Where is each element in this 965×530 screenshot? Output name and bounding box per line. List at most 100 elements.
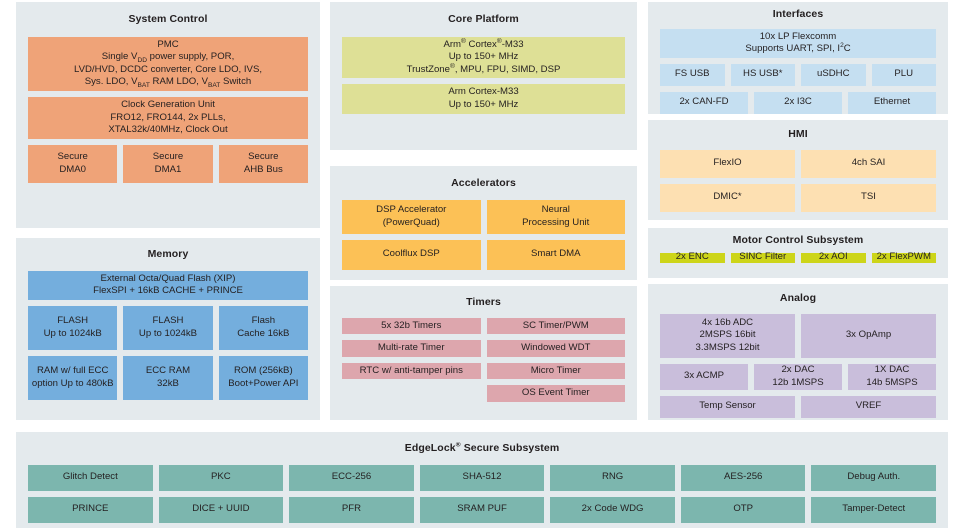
block-acmp: 3x ACMP — [660, 363, 748, 390]
ext-flash-line1: External Octa/Quad Flash (XIP) — [100, 272, 236, 284]
flash-cache-line2: Cache 16kB — [237, 327, 290, 339]
panel-hmi: HMI FlexIO 4ch SAI DMIC* TSI — [648, 120, 948, 220]
core1-line1: Arm® Cortex®-M33 — [443, 37, 524, 50]
acmp-line1: 3x ACMP — [684, 370, 724, 382]
block-4ch-sai: 4ch SAI — [801, 149, 936, 178]
block-flash-cache: Flash Cache 16kB — [218, 305, 308, 350]
panel-interfaces: Interfaces 10x LP Flexcomm Supports UART… — [648, 2, 948, 114]
block-secure-ahb-bus: Secure AHB Bus — [218, 145, 308, 184]
block-cortex-m33-primary: Arm® Cortex®-M33 Up to 150+ MHz TrustZon… — [342, 36, 625, 79]
block-secure-dma1: Secure DMA1 — [123, 145, 213, 184]
rom-line1: ROM (256kB) — [234, 365, 293, 377]
block-flash-1: FLASH Up to 1024kB — [123, 305, 213, 350]
secure-ahb-line2: AHB Bus — [243, 164, 283, 176]
block-rom: ROM (256kB) Boot+Power API — [218, 355, 308, 400]
pmc-line-3: LVD/HVD, DCDC converter, Core LDO, IVS, — [73, 63, 263, 75]
pmc-line-2: Single VDD power supply, POR, — [101, 51, 235, 65]
panel-memory: Memory External Octa/Quad Flash (XIP) Fl… — [16, 238, 320, 420]
block-otp: OTP — [680, 496, 806, 523]
npu-line1: Neural — [541, 203, 570, 215]
ext-flash-line2: FlexSPI + 16kB CACHE + PRINCE — [93, 285, 243, 297]
block-1x-dac: 1X DAC 14b 5MSPS — [848, 363, 936, 390]
panel-title-memory: Memory — [147, 248, 189, 260]
block-clock-generation-unit: Clock Generation Unit FRO12, FRO144, 2x … — [28, 97, 308, 140]
block-rtc: RTC w/ anti-tamper pins — [342, 362, 481, 380]
adc-line1: 4x 16b ADC — [701, 316, 754, 328]
core2-line1: Arm Cortex-M33 — [448, 86, 519, 98]
block-dmic: DMIC* — [660, 183, 795, 212]
cgu-line-3: XTAL32k/40MHz, Clock Out — [108, 124, 228, 136]
flash0-line2: Up to 1024kB — [43, 327, 102, 339]
panel-title-core-platform: Core Platform — [448, 13, 519, 25]
block-lp-flexcomm: 10x LP Flexcomm Supports UART, SPI, I2C — [660, 28, 936, 58]
cgu-line-1: Clock Generation Unit — [121, 99, 215, 111]
block-tsi: TSI — [801, 183, 936, 212]
panel-timers: Timers 5x 32b Timers Multi-rate Timer RT… — [330, 286, 637, 420]
block-i3c: 2x I3C — [754, 91, 842, 114]
panel-edgelock-secure-subsystem: EdgeLock® Secure Subsystem Glitch Detect… — [16, 432, 948, 528]
secure-dma0-line2: DMA0 — [59, 164, 86, 176]
block-flexio: FlexIO — [660, 149, 795, 178]
block-ecc-256: ECC-256 — [289, 464, 414, 491]
pmc-line-4: Sys. LDO, VBAT RAM LDO, VBAT Switch — [84, 76, 252, 90]
block-windowed-wdt: Windowed WDT — [486, 340, 625, 357]
dsp-accel-line2: (PowerQuad) — [382, 216, 440, 228]
block-can-fd: 2x CAN-FD — [660, 91, 748, 114]
rom-line2: Boot+Power API — [228, 377, 299, 389]
block-multi-rate-timer: Multi-rate Timer — [342, 340, 481, 357]
ecc-ram-line2: 32kB — [157, 377, 179, 389]
panel-title-motor-control: Motor Control Subsystem — [732, 234, 864, 246]
block-pfr: PFR — [289, 496, 414, 523]
block-tamper-detect: Tamper-Detect — [811, 496, 937, 523]
core2-line2: Up to 150+ MHz — [448, 99, 519, 111]
block-external-flash: External Octa/Quad Flash (XIP) FlexSPI +… — [28, 270, 308, 300]
secure-dma1-line2: DMA1 — [154, 164, 182, 176]
block-ecc-ram: ECC RAM 32kB — [123, 355, 213, 400]
block-secure-dma0: Secure DMA0 — [28, 145, 118, 184]
block-prince: PRINCE — [28, 496, 153, 523]
panel-core-platform: Core Platform Arm® Cortex®-M33 Up to 150… — [330, 2, 637, 150]
block-smart-dma: Smart DMA — [486, 239, 625, 270]
adc-line2: 2MSPS 16bit — [699, 329, 756, 341]
block-rng: RNG — [550, 464, 675, 491]
block-pmc: PMC Single VDD power supply, POR, LVD/HV… — [28, 36, 308, 92]
dac2-line1: 2x DAC — [781, 363, 815, 375]
block-aes-256: AES-256 — [680, 464, 806, 491]
block-2x-code-wdg: 2x Code WDG — [550, 496, 675, 523]
panel-title-edgelock: EdgeLock® Secure Subsystem — [404, 441, 560, 454]
panel-analog: Analog 4x 16b ADC 2MSPS 16bit 3.3MSPS 12… — [648, 284, 948, 420]
panel-system-control: System Control PMC Single VDD power supp… — [16, 2, 320, 228]
block-debug-auth: Debug Auth. — [811, 464, 937, 491]
npu-line2: Processing Unit — [522, 216, 590, 228]
core1-line2: Up to 150+ MHz — [448, 51, 519, 63]
flash0-line1: FLASH — [57, 315, 89, 327]
panel-title-timers: Timers — [466, 296, 501, 308]
block-neural-processing-unit: Neural Processing Unit — [486, 199, 625, 234]
block-2x-flexpwm: 2x FlexPWM — [871, 251, 936, 263]
block-dsp-accelerator: DSP Accelerator (PowerQuad) — [342, 199, 481, 234]
adc-line3: 3.3MSPS 12bit — [695, 341, 760, 353]
block-vref: VREF — [801, 395, 936, 418]
block-ethernet: Ethernet — [848, 91, 936, 114]
flash1-line1: FLASH — [152, 315, 184, 327]
block-opamp: 3x OpAmp — [801, 313, 936, 358]
secure-dma1-line1: Secure — [152, 151, 184, 163]
block-32b-timers: 5x 32b Timers — [342, 317, 481, 335]
panel-title-system-control: System Control — [128, 13, 208, 25]
block-os-event-timer: OS Event Timer — [486, 385, 625, 403]
ram-ecc-line2: option Up to 480kB — [31, 377, 114, 389]
block-cortex-m33-secondary: Arm Cortex-M33 Up to 150+ MHz — [342, 84, 625, 114]
block-hs-usb: HS USB* — [730, 63, 795, 86]
block-sha-512: SHA-512 — [419, 464, 545, 491]
dac2-line2: 12b 1MSPS — [772, 376, 824, 388]
ram-ecc-line1: RAM w/ full ECC — [36, 365, 109, 377]
dac1-line2: 14b 5MSPS — [866, 376, 918, 388]
panel-motor-control: Motor Control Subsystem 2x ENC SINC Filt… — [648, 228, 948, 278]
secure-ahb-line1: Secure — [248, 151, 279, 163]
dac1-line1: 1X DAC — [874, 363, 910, 375]
flash-cache-line1: Flash — [251, 315, 276, 327]
panel-title-analog: Analog — [779, 292, 817, 304]
block-pkc: PKC — [158, 464, 284, 491]
secure-dma0-line1: Secure — [57, 151, 88, 163]
